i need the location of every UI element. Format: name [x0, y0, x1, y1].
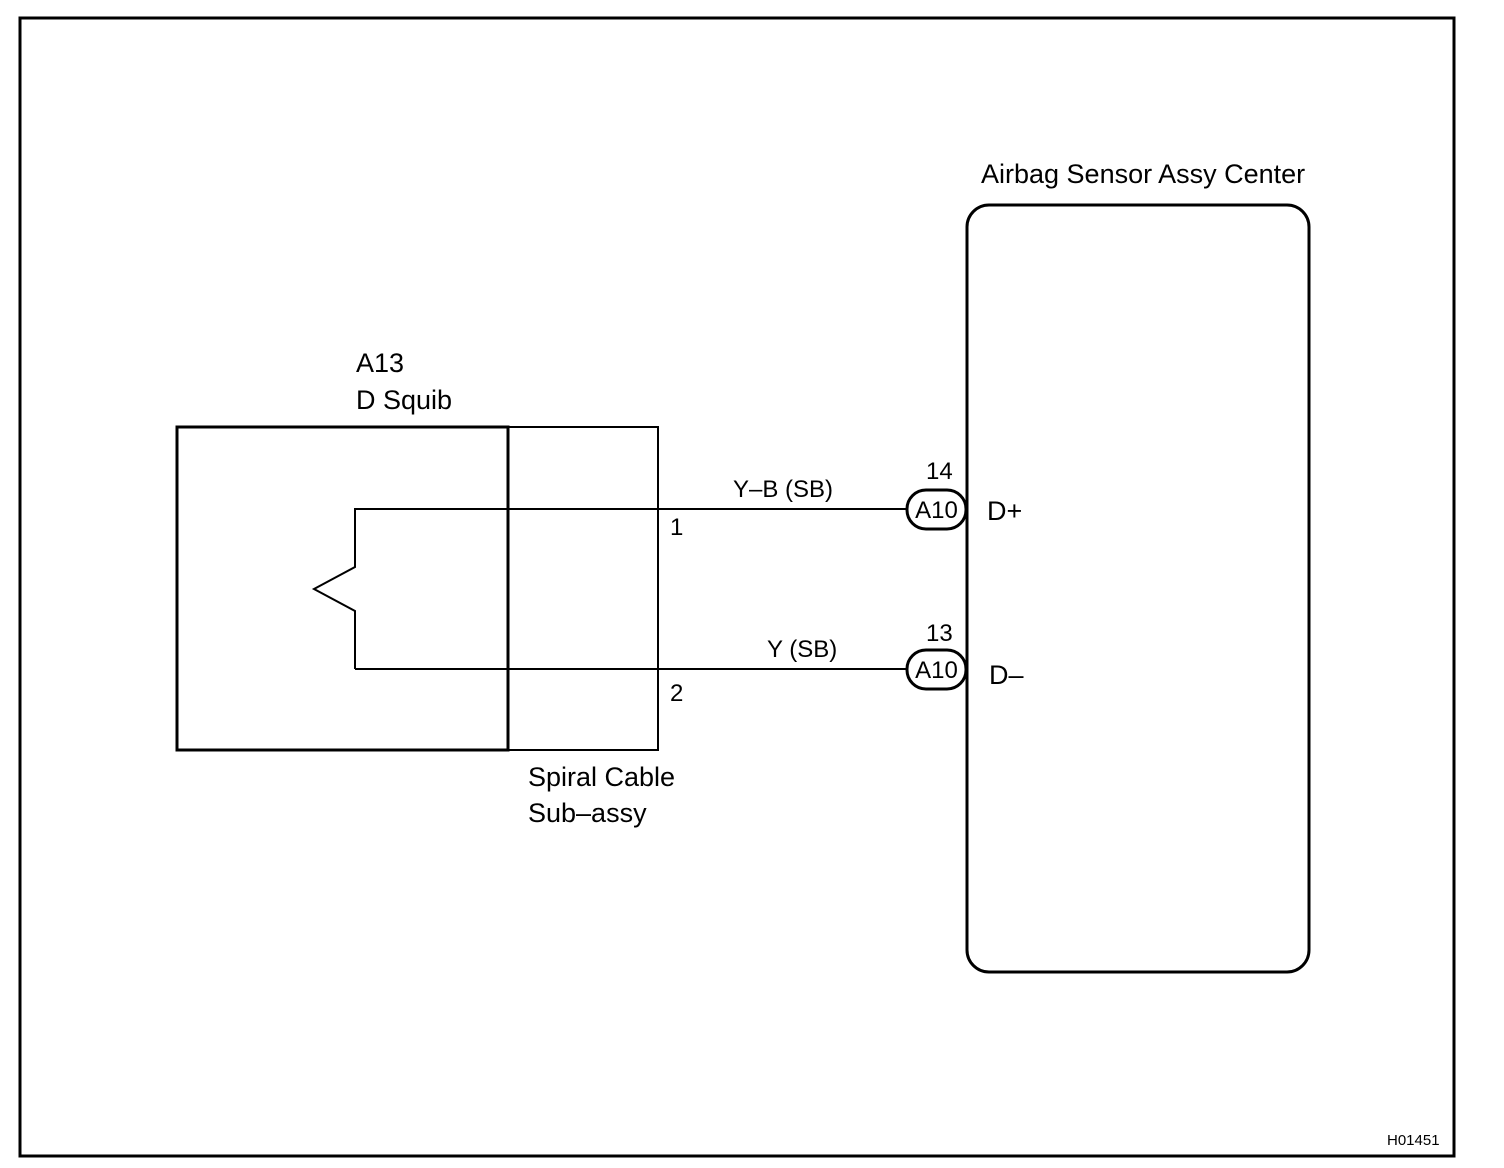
squib-name-label: D Squib [356, 385, 452, 415]
squib-element-symbol [311, 508, 356, 669]
airbag-sensor-block: Airbag Sensor Assy Center [965, 159, 1311, 974]
terminal-1-label: 1 [670, 514, 683, 541]
connector-a10-d-minus-label: A10 [915, 657, 958, 684]
wire-color-d-minus-label: Y (SB) [767, 636, 837, 663]
spiral-cable-label-line2: Sub–assy [528, 798, 647, 828]
wire-color-d-plus-label: Y–B (SB) [733, 476, 833, 503]
spiral-cable-box [507, 426, 659, 751]
figure-code: H01451 [1387, 1132, 1440, 1149]
connector-a10-d-plus [905, 488, 968, 531]
signal-d-plus-label: D+ [987, 496, 1022, 526]
terminal-2-label: 2 [670, 680, 683, 707]
squib-block: A13 D Squib [175, 348, 510, 752]
airbag-sensor-label: Airbag Sensor Assy Center [981, 159, 1305, 189]
squib-box [175, 425, 510, 752]
diagram-frame [18, 16, 1456, 1158]
airbag-sensor-box [965, 203, 1311, 974]
pin-14-label: 14 [926, 458, 953, 485]
squib-id-label: A13 [356, 348, 404, 378]
signal-d-minus-label: D– [989, 660, 1024, 690]
connector-a10-d-minus [905, 648, 968, 691]
connector-a10-d-plus-label: A10 [915, 497, 958, 524]
pin-13-label: 13 [926, 620, 953, 647]
circuit-d-minus: 2 Y (SB) A10 13 D– [355, 620, 1024, 707]
spiral-cable-block: Spiral Cable Sub–assy [507, 426, 675, 828]
spiral-cable-label-line1: Spiral Cable [528, 762, 675, 792]
circuit-d-plus: 1 Y–B (SB) A10 14 D+ [355, 458, 1022, 541]
